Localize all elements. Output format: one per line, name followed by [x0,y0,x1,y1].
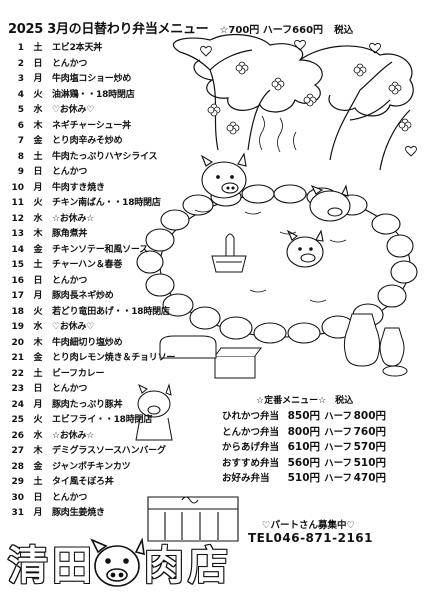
cherry-tree [172,34,414,171]
tax-note: 税込 [334,25,354,36]
set-menu-title: ☆定番メニュー☆ 税込 [256,396,354,406]
heart-icon [200,39,417,157]
phone-number: TEL046-871-2161 [248,531,373,545]
pig-logo-icon [90,537,145,587]
shop-name-char: 肉 [143,542,185,590]
shop-name-char: 店 [187,542,229,590]
hot-spring-rocks [136,184,418,344]
rice-box-icon [159,335,262,379]
daily-price: ☆700円 ハーフ660円 [219,25,324,36]
page-title: 2025 3月の日替わり弁当メニュー [8,22,209,37]
wooden-bucket-icon [211,233,247,273]
pig-character [200,152,351,268]
shop-name-char: 清 [7,542,49,590]
sake-bottle-icon [343,313,408,377]
cherry-blossom-icon [207,61,412,135]
water-ripples [194,115,347,303]
shop-noren-icon [147,496,239,542]
header: 2025 3月の日替わり弁当メニュー ☆700円 ハーフ660円 税込 [8,18,420,38]
recruit-notice: ♡パートさん募集中♡ [262,520,356,531]
small-pig-character [135,383,173,441]
shop-name-logo: 清 田 肉 店 [7,542,238,590]
shop-name-char: 田 [51,542,93,590]
